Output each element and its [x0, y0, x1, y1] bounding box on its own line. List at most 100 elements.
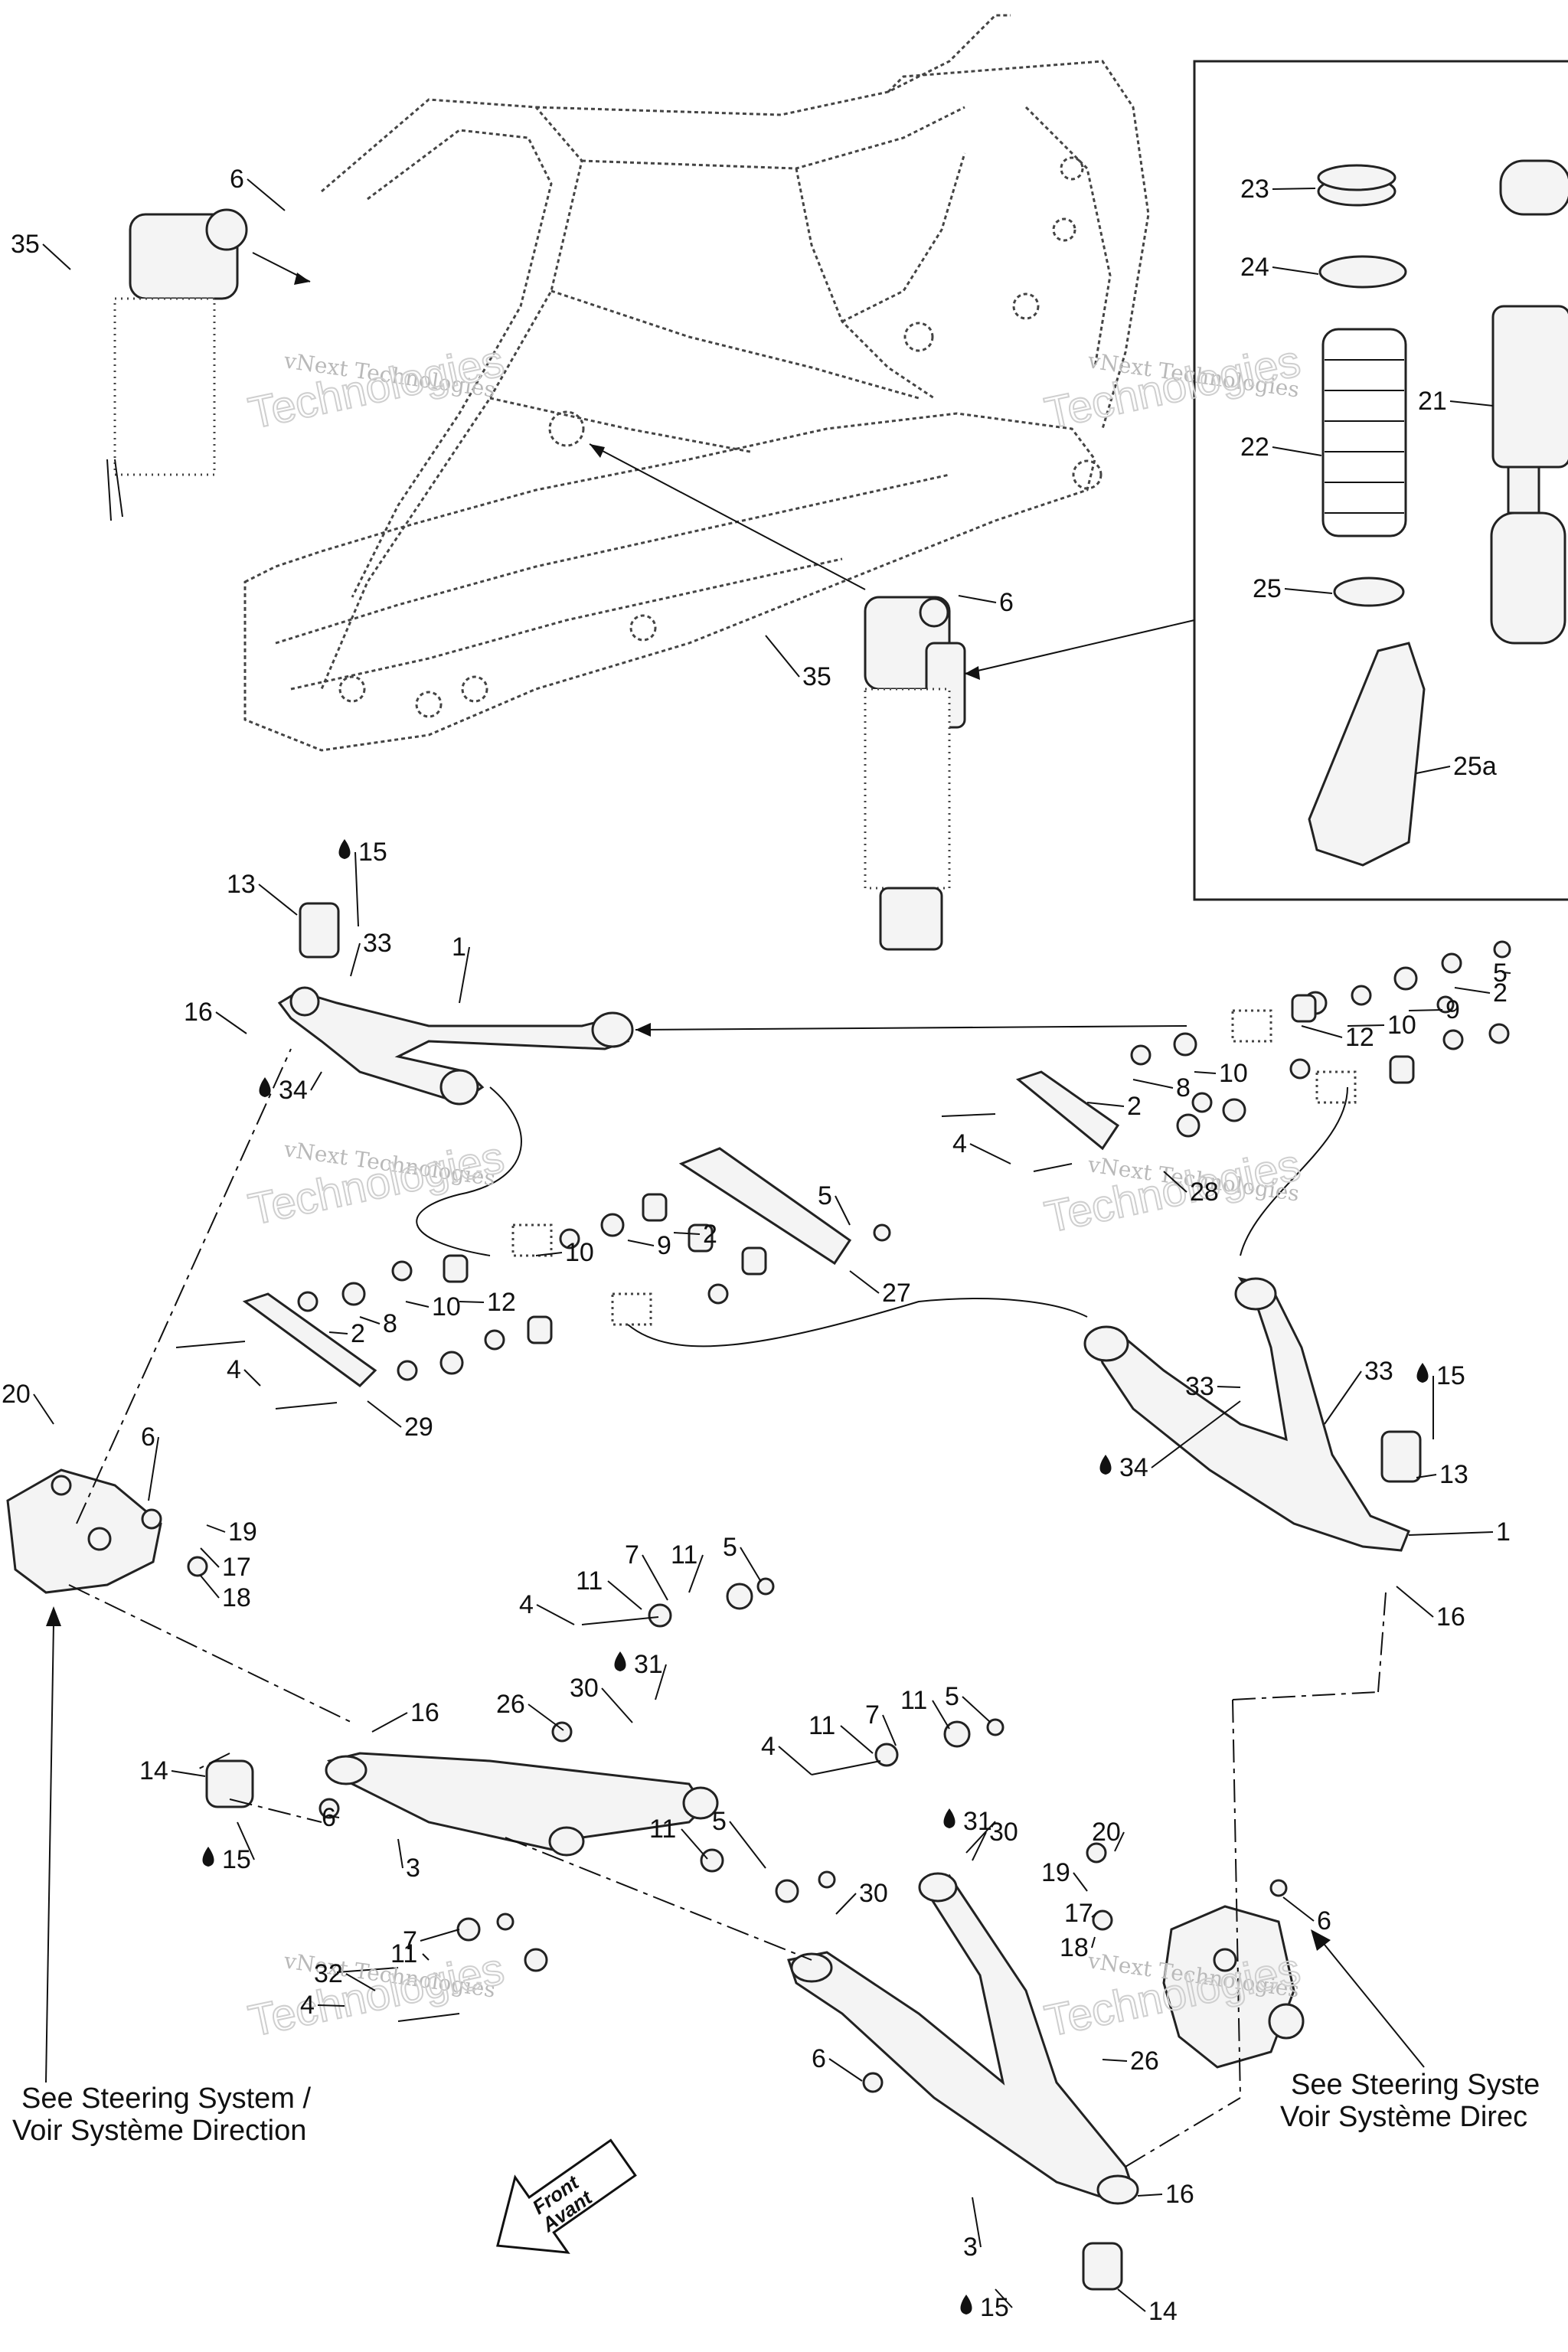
callout-number: 11 — [576, 1566, 603, 1596]
callout-number: 32 — [314, 1959, 343, 1988]
callout-leader — [673, 1232, 701, 1235]
callout-82: 26 — [1102, 2047, 1159, 2076]
hardware — [141, 940, 1511, 2093]
frame-drawing — [243, 14, 1150, 752]
callout-30: 27 — [849, 1270, 911, 1308]
steering-ref-right-line1: See Steering Syste — [1291, 2069, 1540, 2101]
callout-leader — [972, 2197, 982, 2248]
callout-number: 5 — [723, 1533, 737, 1562]
callout-leader — [1501, 972, 1511, 974]
callout-leader — [328, 1815, 340, 1818]
callout-34: 2 — [328, 1319, 365, 1348]
callout-54: 31 — [614, 1650, 667, 1700]
callout-leader — [1102, 2059, 1128, 2062]
callout-number: 7 — [625, 1540, 639, 1570]
callout-number: 30 — [989, 1818, 1018, 1847]
callout-number: 12 — [1345, 1023, 1374, 1052]
callout-number: 15 — [358, 838, 387, 867]
callout-number: 31 — [963, 1807, 992, 1836]
callout-78: 11 — [390, 1939, 430, 1968]
callout-number: 10 — [432, 1292, 461, 1321]
callout-74: 17 — [1064, 1899, 1097, 1928]
callout-number: 27 — [882, 1279, 911, 1308]
callout-number: 11 — [808, 1711, 835, 1740]
callout-leader — [642, 1554, 668, 1601]
callout-60: 6 — [322, 1803, 340, 1832]
callout-leader — [1301, 1025, 1343, 1038]
callout-number: 28 — [1190, 1178, 1219, 1207]
callout-number: 35 — [11, 230, 40, 259]
callout-number: 16 — [1165, 2180, 1194, 2209]
callout-number: 9 — [657, 1231, 671, 1260]
right-knuckle — [1162, 1905, 1305, 2069]
callout-number: 11 — [671, 1540, 697, 1570]
callout-32: 10 — [405, 1292, 461, 1321]
callout-number: 23 — [1240, 175, 1269, 204]
callout-40: 34 — [1099, 1400, 1241, 1482]
callout-13: 1 — [452, 933, 470, 1004]
callout-number: 18 — [222, 1583, 251, 1612]
callout-number: 25 — [1253, 574, 1282, 603]
callout-2: 6 — [958, 588, 1014, 617]
callout-48: 18 — [200, 1575, 251, 1612]
callout-23: 2 — [1086, 1092, 1142, 1121]
callout-number: 9 — [1446, 995, 1460, 1024]
callout-leader — [420, 1929, 460, 1942]
callout-number: 14 — [139, 1756, 168, 1785]
callout-number: 19 — [1041, 1858, 1070, 1887]
callout-leader — [729, 1821, 766, 1869]
callout-leader — [1408, 1531, 1494, 1536]
callout-leader — [1282, 1896, 1315, 1922]
shock-body-21 — [1490, 159, 1568, 645]
callout-79: 32 — [314, 1959, 376, 1991]
callout-20: 12 — [1301, 1023, 1374, 1052]
callout-number: 10 — [1219, 1059, 1248, 1088]
callout-leader — [42, 243, 71, 270]
callout-number: 17 — [222, 1553, 251, 1582]
callout-73: 19 — [1041, 1858, 1088, 1892]
callout-number: 2 — [703, 1220, 717, 1249]
callout-76: 6 — [1282, 1896, 1331, 1936]
callout-number: 11 — [900, 1686, 927, 1715]
callout-number: 7 — [865, 1700, 880, 1730]
callout-31: 12 — [459, 1288, 516, 1317]
callout-57: 16 — [371, 1698, 439, 1733]
callout-leader — [740, 1547, 762, 1583]
callout-72: 20 — [1092, 1818, 1125, 1852]
callout-leader — [1324, 1370, 1362, 1425]
callout-number: 30 — [570, 1674, 599, 1703]
callout-49: 7 — [625, 1540, 668, 1601]
callout-leader — [958, 595, 997, 603]
callout-leader — [367, 1400, 402, 1428]
callout-28: 2 — [673, 1220, 717, 1249]
callout-6: 22 — [1240, 433, 1322, 462]
steering-ref-left-line1: See Steering System / — [21, 2082, 312, 2115]
callout-5: 24 — [1240, 253, 1319, 282]
callout-leader — [171, 1770, 206, 1777]
callout-leader — [840, 1725, 874, 1754]
assembly-arrows — [252, 252, 1195, 1037]
callout-27: 9 — [627, 1231, 671, 1260]
callout-leader — [828, 2058, 863, 2082]
callout-85: 15 — [960, 2288, 1013, 2322]
callout-52: 11 — [576, 1566, 642, 1610]
callout-leader — [1416, 1474, 1437, 1478]
callout-62: 11 — [649, 1815, 708, 1860]
callout-77: 7 — [403, 1926, 460, 1955]
callout-number: 33 — [1185, 1372, 1214, 1401]
callout-leader — [422, 1953, 430, 1961]
callout-3: 35 — [765, 635, 831, 691]
callout-number: 20 — [2, 1380, 31, 1409]
callout-leader — [1408, 1009, 1443, 1011]
callout-number: 16 — [1436, 1602, 1465, 1632]
callout-leader — [359, 1316, 381, 1325]
callout-leader — [317, 2004, 345, 2007]
watermark-text-large: Technologies — [1040, 1140, 1305, 1243]
callout-leader — [778, 1746, 812, 1775]
callout-number: 16 — [184, 998, 213, 1027]
callout-leader — [1396, 1586, 1434, 1618]
callout-leader — [148, 1436, 159, 1501]
callout-number: 14 — [1148, 2297, 1178, 2326]
callout-leader — [1086, 1102, 1125, 1107]
callout-43: 16 — [1396, 1586, 1465, 1632]
